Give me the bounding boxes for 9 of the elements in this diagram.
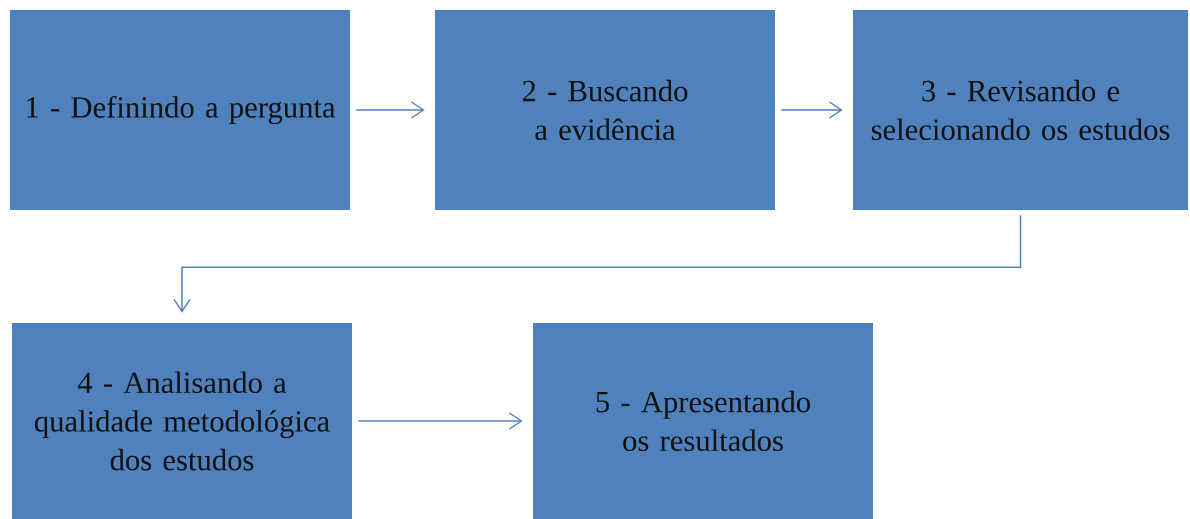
arrow bbox=[173, 214, 1022, 313]
arrow bbox=[357, 412, 523, 430]
process-box: 1 - Definindo a pergunta bbox=[10, 10, 350, 210]
process-box: 5 - Apresentando os resultados bbox=[533, 323, 873, 519]
arrow bbox=[355, 101, 425, 119]
process-box: 2 - Buscando a evidência bbox=[435, 10, 775, 210]
arrow bbox=[780, 101, 843, 119]
process-box: 3 - Revisando e selecionando os estudos bbox=[853, 10, 1188, 210]
process-box: 4 - Analisando a qualidade metodológica dos estudos bbox=[12, 323, 352, 519]
